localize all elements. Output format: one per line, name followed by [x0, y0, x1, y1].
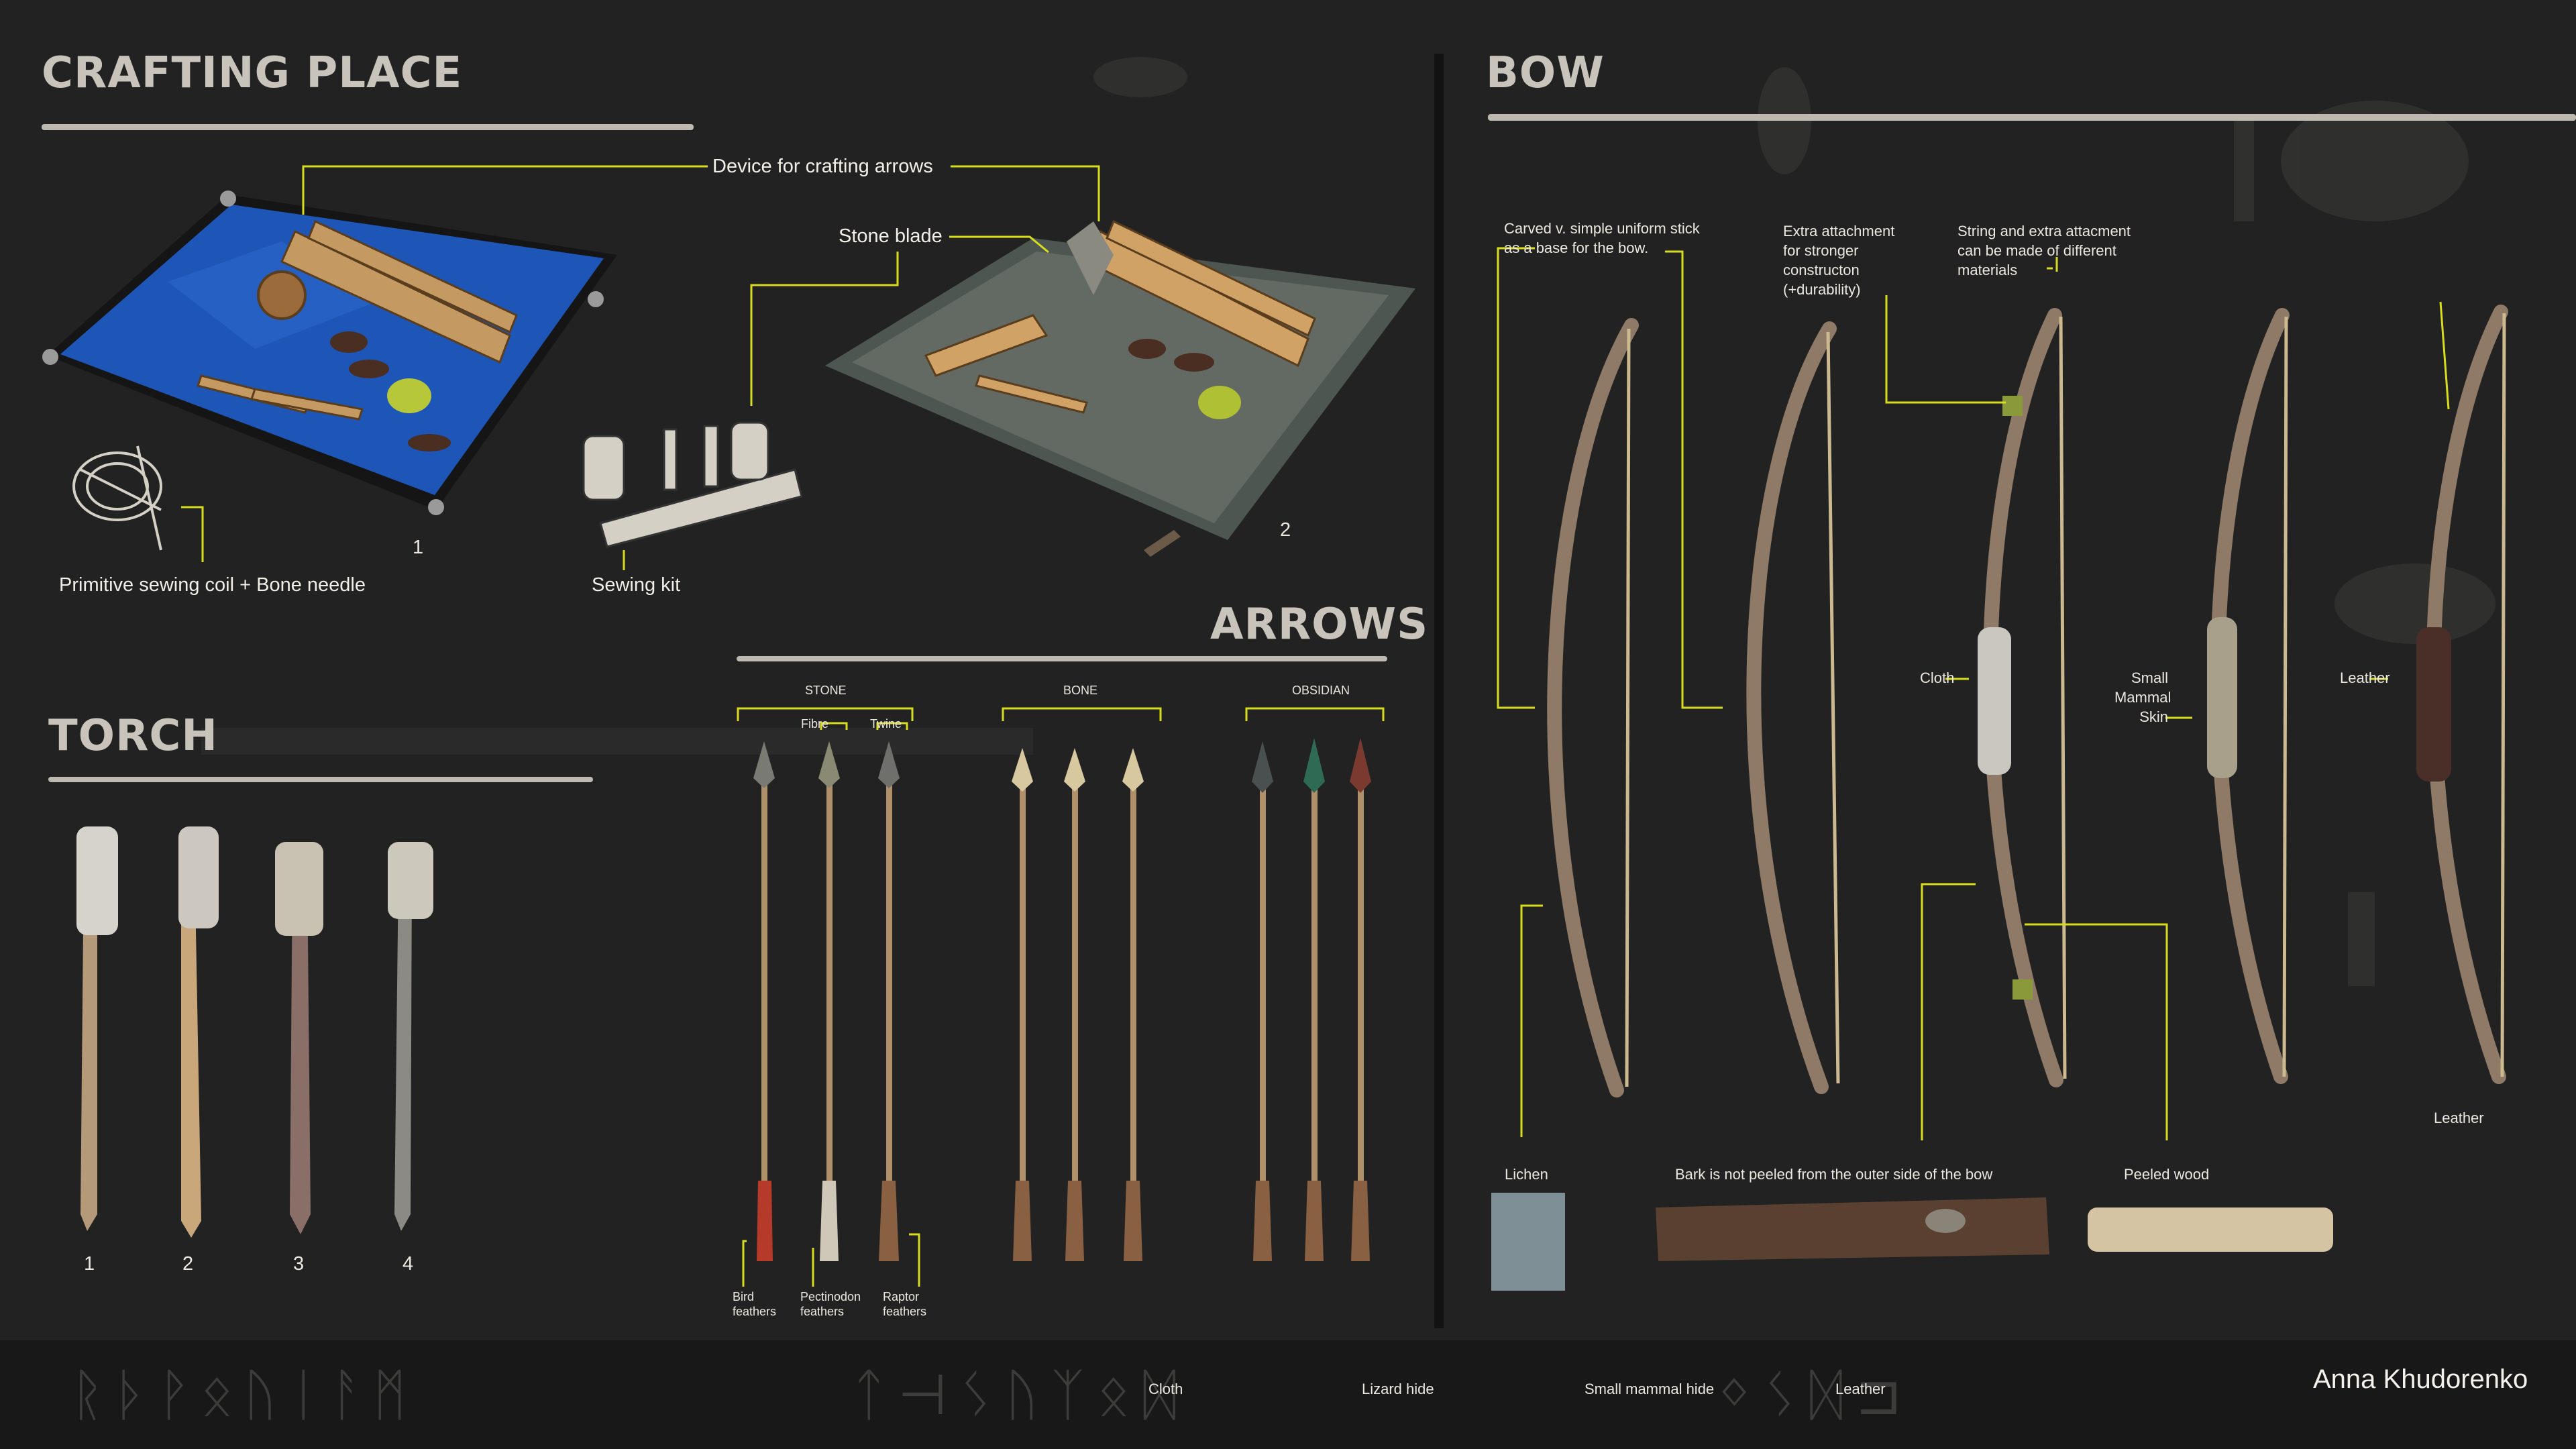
arrows-title: ARROWS [1210, 600, 1429, 649]
crafting-underline [42, 124, 694, 130]
bow-underline [1488, 114, 2576, 121]
torch-title: TORCH [48, 711, 218, 761]
torch-2 [178, 826, 219, 1238]
stone-blade-label: Stone blade [839, 225, 943, 247]
device-label: Device for crafting arrows [712, 156, 933, 177]
cloth-label: Cloth [1920, 669, 1955, 686]
arrow-group-stone [753, 741, 900, 1261]
author-name: Anna Khudorenko [2313, 1364, 2528, 1394]
peeled-wood-sample [2088, 1208, 2333, 1252]
torch-3 [275, 842, 323, 1234]
arrows-underline [737, 656, 1387, 661]
bow-1 [1547, 318, 1639, 1097]
arrow-group-obsidian [1252, 738, 1371, 1261]
bow-3 [1978, 308, 2067, 1087]
crafting-title: CRAFTING PLACE [42, 48, 463, 98]
swatch-label-cloth: Cloth [1148, 1381, 1183, 1397]
peeled-wood-label: Peeled wood [2124, 1166, 2210, 1183]
sewing-coil-label: Primitive sewing coil + Bone needle [59, 574, 366, 596]
fibre-label: Fibre [801, 717, 829, 731]
torch-underline [48, 777, 593, 782]
torch-number-2: 2 [182, 1253, 194, 1275]
swatch-label-leather: Leather [1835, 1381, 1886, 1397]
footer-bar [0, 1340, 2576, 1449]
crafting-place-1 [42, 191, 617, 515]
bark-note-label: Bark is not peeled from the outer side o… [1675, 1166, 1993, 1183]
crafting-variant-2: 2 [1280, 519, 1291, 541]
crafting-place-2 [825, 219, 1415, 557]
twine-label: Twine [870, 717, 902, 731]
arrow-group-obsidian-label: OBSIDIAN [1292, 684, 1350, 697]
sewing-coil-icon [72, 445, 162, 551]
leather-grip-label: Leather [2340, 669, 2390, 686]
arrow-group-stone-label: STONE [805, 684, 847, 697]
torch-number-4: 4 [402, 1253, 414, 1275]
bark-sample [1656, 1197, 2049, 1261]
brush-stroke-decor [201, 728, 1033, 755]
lichen-sample [1491, 1193, 1565, 1291]
arrow-group-bone-label: BONE [1063, 684, 1098, 697]
swatch-label-small-mammal-hide: Small mammal hide [1585, 1381, 1715, 1397]
torch-number-3: 3 [293, 1253, 305, 1275]
torch-1 [76, 826, 118, 1231]
arrow-group-bone [1012, 748, 1144, 1261]
lichen-label: Lichen [1505, 1166, 1548, 1183]
runes-right-decor: ᛜᛊᛞ⊐ [1717, 1362, 1915, 1428]
crafting-variant-1: 1 [413, 537, 424, 558]
section-divider [1434, 54, 1444, 1328]
sewing-kit-icon [582, 421, 803, 548]
bow-4 [2207, 308, 2290, 1084]
callout-lines [181, 165, 2450, 1287]
torch-4 [388, 842, 433, 1231]
bow-title: BOW [1486, 48, 1605, 98]
swatch-label-lizard-hide: Lizard hide [1362, 1381, 1434, 1397]
bow-5 [2416, 305, 2508, 1084]
runes-left-decor: ᚱᚦᚹᛟᚢᛁᚨᛗ [70, 1362, 417, 1428]
torch-number-1: 1 [84, 1253, 95, 1275]
sewing-kit-label: Sewing kit [592, 574, 681, 596]
bow-2 [1746, 321, 1840, 1094]
leather-bottom-label: Leather [2434, 1110, 2484, 1126]
runes-mid-decor: ᛏ⊣ᛊᚢᛉᛟᛞ [852, 1362, 1189, 1428]
